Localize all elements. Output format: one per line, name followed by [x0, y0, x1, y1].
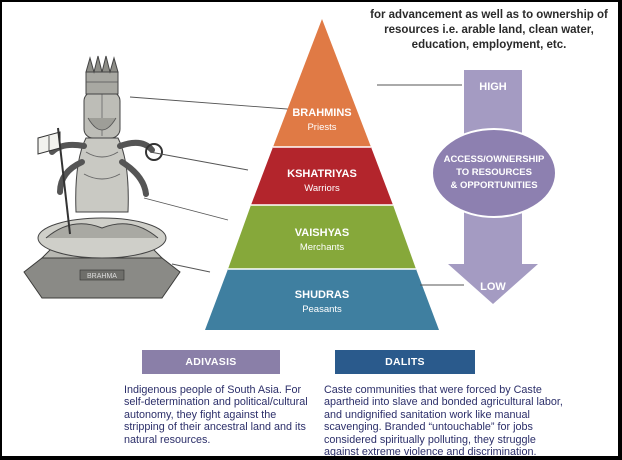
tier-role-vaishyas: Merchants — [300, 242, 345, 253]
low-label: LOW — [480, 281, 506, 293]
tier-role-shudras: Peasants — [302, 304, 342, 315]
connector-line — [129, 96, 301, 111]
tier-role-brahmins: Priests — [307, 122, 336, 133]
oval-line-1: ACCESS/OWNERSHIP — [444, 154, 545, 165]
high-label: HIGH — [479, 81, 507, 93]
adivasis-title: ADIVASIS — [142, 350, 280, 374]
statue-base-label: BRAHMA — [87, 273, 117, 280]
access-oval — [431, 128, 557, 218]
brahma-statue-illustration: BRAHMA — [23, 55, 181, 299]
oval-line-2: TO RESOURCES — [456, 167, 532, 178]
connector-lines — [129, 96, 301, 273]
tier-label-brahmins: BRAHMINS — [292, 107, 351, 119]
infographic-frame: for advancement as well as to ownership … — [2, 2, 618, 456]
tier-kshatriyas — [251, 147, 393, 205]
top-caption: for advancement as well as to ownership … — [370, 9, 608, 51]
tier-role-kshatriyas: Warriors — [304, 183, 340, 194]
tier-brahmins — [273, 19, 371, 147]
dalits-title: DALITS — [335, 350, 475, 374]
tier-label-kshatriyas: KSHATRIYAS — [287, 168, 357, 180]
connector-line — [171, 263, 211, 273]
tier-label-vaishyas: VAISHYAS — [295, 227, 349, 239]
connector-line — [149, 151, 249, 171]
tier-vaishyas — [228, 205, 416, 269]
dalits-description: Caste communities that were forced by Ca… — [324, 384, 563, 456]
adivasis-description: Indigenous people of South Asia. For sel… — [124, 384, 308, 446]
tier-shudras — [205, 269, 439, 330]
connector-line — [143, 197, 229, 221]
tier-label-shudras: SHUDRAS — [295, 289, 349, 301]
caste-pyramid-diagram: BRAHMA — [23, 19, 557, 330]
oval-line-3: & OPPORTUNITIES — [450, 180, 537, 191]
